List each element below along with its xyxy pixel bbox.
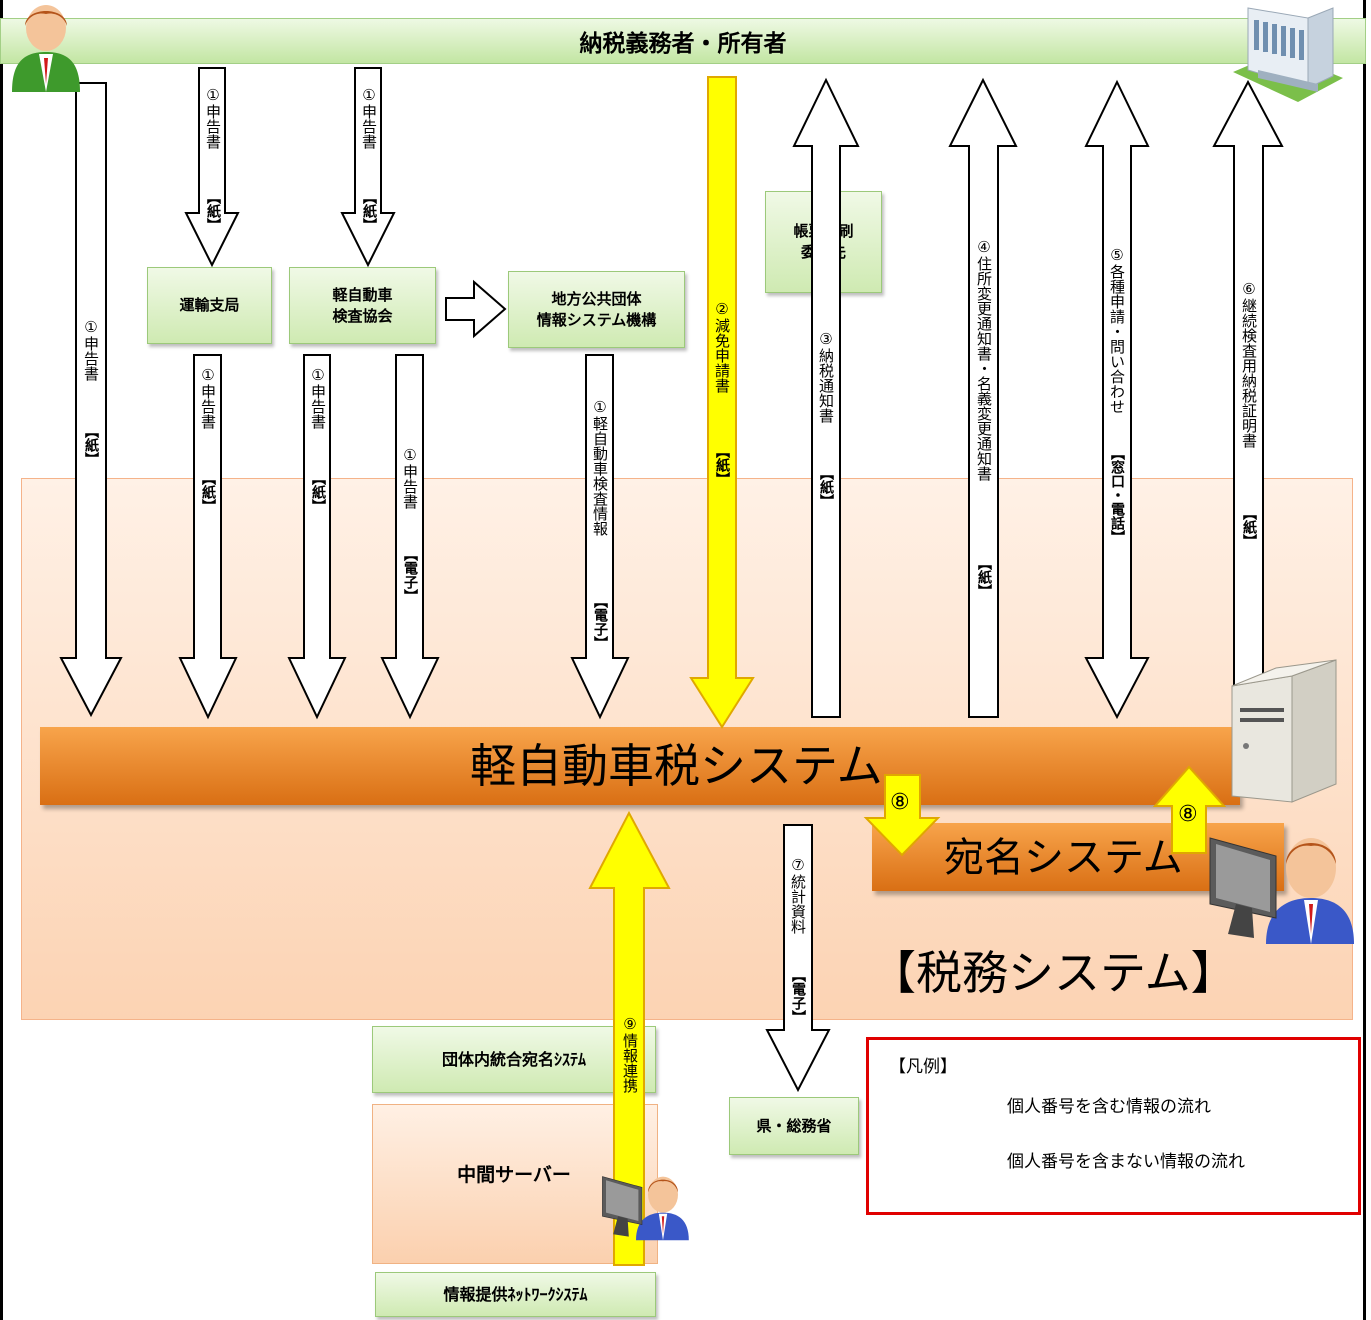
computer-user-small-icon bbox=[602, 1176, 689, 1241]
flow-1-lower-b-tag: 【紙】 bbox=[310, 471, 326, 513]
flow-7-label: ⑦統計資料 bbox=[789, 856, 807, 934]
flow-1-upper-b-tag: 【紙】 bbox=[361, 190, 377, 232]
flow-3-label: ③納税通知書 bbox=[817, 330, 835, 423]
flow-4-label: ④住所変更通知書・名義変更通知書 bbox=[975, 238, 993, 481]
info-network-system-label: 情報提供ﾈｯﾄﾜｰｸｼｽﾃﾑ bbox=[443, 1285, 588, 1304]
flow-7-tag: 【電子】 bbox=[790, 968, 806, 1024]
flow-5-arrow bbox=[1084, 79, 1150, 720]
legend-box: 【凡例】 個人番号を含む情報の流れ 個人番号を含まない情報の流れ bbox=[866, 1037, 1361, 1215]
jlis-line2: 情報システム機構 bbox=[536, 310, 657, 329]
legend-without-number-text: 個人番号を含まない情報の流れ bbox=[1007, 1152, 1245, 1172]
flow-3-tag: 【紙】 bbox=[818, 466, 834, 508]
flow-2-arrow bbox=[689, 76, 755, 729]
flow-6-label: ⑥継続検査用納税証明書 bbox=[1240, 280, 1258, 448]
person-icon bbox=[12, 5, 80, 92]
government-building-icon bbox=[1233, 7, 1343, 102]
flow-1-upper-a-arrow bbox=[184, 67, 240, 268]
flow-1-upper-a-tag: 【紙】 bbox=[205, 190, 221, 232]
flow-7-arrow bbox=[765, 824, 831, 1093]
flow-1-left-label: ①申告書 bbox=[82, 318, 100, 381]
flow-1-left-tag: 【紙】 bbox=[83, 424, 99, 466]
flow-4-arrow bbox=[948, 77, 1018, 718]
transport-bureau-box: 運輸支局 bbox=[147, 267, 272, 344]
flow-8-down-label: ⑧ bbox=[890, 790, 910, 815]
flow-1-jlis-tag: 【電子】 bbox=[592, 594, 608, 650]
flow-1-upper-b-label: ①申告書 bbox=[360, 86, 378, 149]
legend-title: 【凡例】 bbox=[889, 1057, 957, 1077]
flow-1-lower-b-arrow bbox=[287, 354, 347, 720]
address-system-label: 宛名システム bbox=[944, 835, 1183, 881]
flow-1-lower-c-tag: 【電子】 bbox=[402, 547, 418, 603]
flow-2-label: ②減免申請書 bbox=[713, 300, 731, 393]
flow-4-tag: 【紙】 bbox=[976, 556, 992, 598]
flow-1-jlis-arrow bbox=[570, 354, 630, 720]
flow-8-up-label: ⑧ bbox=[1178, 802, 1198, 827]
inspection-association-line2: 検査協会 bbox=[332, 306, 393, 325]
legend-with-number-text: 個人番号を含む情報の流れ bbox=[1007, 1097, 1211, 1117]
integrated-address-system-label: 団体内統合宛名ｼｽﾃﾑ bbox=[441, 1050, 586, 1069]
flow-1-lower-b-label: ①申告書 bbox=[309, 366, 327, 429]
flow-9-label: ⑨情報連携 bbox=[621, 1015, 639, 1093]
flow-5-label: ⑤各種申請・問い合わせ bbox=[1108, 246, 1126, 414]
flow-1-lower-a-arrow bbox=[178, 354, 238, 720]
flow-8-down-arrow bbox=[863, 774, 941, 857]
flow-6-arrow bbox=[1212, 79, 1284, 691]
tax-system-label: 【税務システム】 bbox=[870, 946, 1237, 1000]
middle-server-label: 中間サーバー bbox=[457, 1164, 571, 1186]
prefecture-mic-box: 県・総務省 bbox=[729, 1097, 859, 1155]
flow-8-up-arrow-body bbox=[1152, 765, 1227, 854]
inspection-association-box: 軽自動車 検査協会 bbox=[289, 267, 436, 344]
inspection-association-line1: 軽自動車 bbox=[332, 285, 393, 304]
flow-1-lower-c-label: ①申告書 bbox=[401, 446, 419, 509]
server-icon bbox=[1231, 659, 1337, 803]
kei-vehicle-tax-system-bar bbox=[40, 727, 1240, 805]
flow-5-tag: 【窓口・電話】 bbox=[1109, 446, 1125, 544]
flow-1-left-arrow bbox=[59, 82, 123, 718]
kei-vehicle-tax-system-label: 軽自動車税システム bbox=[470, 739, 883, 793]
taxpayer-bar: 納税義務者・所有者 bbox=[0, 18, 1366, 64]
flow-1-jlis-label: ①軽自動車検査情報 bbox=[591, 398, 609, 536]
info-network-system-box: 情報提供ﾈｯﾄﾜｰｸｼｽﾃﾑ bbox=[375, 1272, 656, 1317]
jlis-line1: 地方公共団体 bbox=[551, 289, 642, 308]
flow-3-arrow bbox=[792, 77, 860, 718]
flow-1-upper-a-label: ①申告書 bbox=[204, 86, 222, 149]
flow-1-upper-b-arrow bbox=[340, 67, 396, 268]
flow-1-lower-c-arrow bbox=[380, 354, 440, 720]
inspection-to-jlis-arrow bbox=[445, 279, 507, 339]
computer-user-icon bbox=[1209, 837, 1354, 944]
prefecture-mic-label: 県・総務省 bbox=[756, 1116, 832, 1135]
transport-bureau-label: 運輸支局 bbox=[179, 296, 240, 314]
flow-1-lower-a-tag: 【紙】 bbox=[200, 471, 216, 513]
flow-9-arrow bbox=[588, 810, 671, 1266]
integrated-address-system-box: 団体内統合宛名ｼｽﾃﾑ bbox=[372, 1026, 656, 1093]
flow-2-tag: 【紙】 bbox=[714, 444, 730, 486]
jlis-box: 地方公共団体 情報システム機構 bbox=[508, 271, 685, 348]
flow-1-lower-a-label: ①申告書 bbox=[199, 366, 217, 429]
flow-6-tag: 【紙】 bbox=[1241, 506, 1257, 548]
